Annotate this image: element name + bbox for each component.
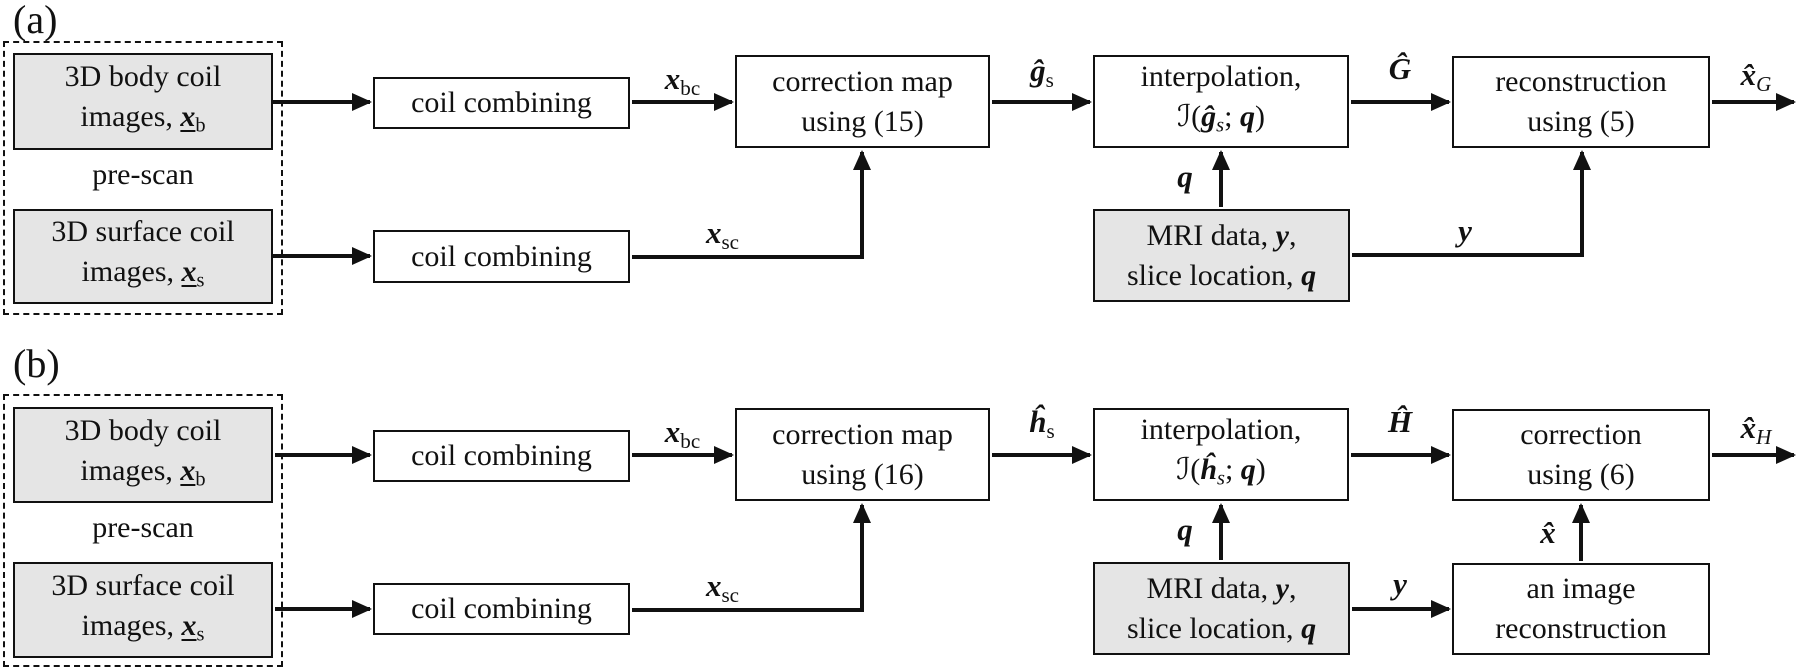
x-underbar-symbol: x [180,453,196,487]
mri-data-box-b: MRI data, y, slice location, q [1093,562,1350,655]
correction-map-box-b: correction map using (16) [735,408,990,501]
mri-data-box-a: MRI data, y, slice location, q [1093,209,1350,302]
x-underbar-symbol: x [181,608,197,642]
surface-coil-line1-b: 3D surface coil [51,568,235,602]
panel-a-tag: (a) [13,0,58,42]
surface-coil-images-box-a: 3D surface coil images, xs [13,209,273,304]
prescan-caption-b: pre-scan [92,511,194,544]
label-xsc-b: xsc [705,568,740,607]
correction-box-b: correction using (6) [1452,409,1710,501]
surface-coil-images-box-b: 3D surface coil images, xs [13,562,273,658]
body-coil-line2-a: images, xb [80,100,206,137]
label-xbc-b: xbc [664,414,701,453]
body-coil-images-box-b: 3D body coil images, xb [13,407,273,503]
prescan-dashed-group-a [3,41,283,315]
surface-coil-line2-a: images, xs [81,255,205,292]
coil-combining-bottom-box-b: coil combining [373,583,630,635]
coil-combining-top-box-b: coil combining [373,430,630,482]
image-reconstruction-box-b: an image reconstruction [1452,563,1710,655]
panel-b-tag: (b) [13,341,60,386]
interpolation-box-b: interpolation, ℐ(ĥs; q) [1093,408,1349,501]
reconstruction-box-a: reconstruction using (5) [1452,56,1710,148]
label-H-hat-b: Ĥ [1387,404,1413,439]
interpolation-box-a: interpolation, ℐ(ĝs; q) [1093,55,1349,148]
body-coil-images-box-a: 3D body coil images, xb [13,53,273,150]
body-coil-line1-b: 3D body coil [64,413,222,447]
coil-combining-bottom-box-a: coil combining [373,230,630,283]
label-xG-output-a: x̂G [1740,57,1772,96]
body-coil-line1-a: 3D body coil [64,60,222,94]
label-y-a: y [1458,213,1472,248]
x-underbar-symbol: x [181,255,197,289]
label-y-b: y [1393,566,1407,601]
label-q-b: q [1177,512,1193,547]
interpolation-formula-a: ℐ(ĝs; q) [1177,100,1265,137]
label-xbc-a: xbc [664,61,701,100]
prescan-caption-a: pre-scan [92,158,194,191]
interpolation-formula-b: ℐ(ĥs; q) [1176,453,1266,490]
label-g-hat-s-a: ĝs [1030,53,1054,92]
label-G-hat-a: Ĝ [1388,51,1412,86]
label-h-hat-s-b: ĥs [1029,404,1055,443]
correction-map-box-a: correction map using (15) [735,55,990,148]
label-x-hat-b: x̂ [1540,515,1556,550]
arrow-b-xsc-to-correctionmap [632,503,871,612]
label-q-a: q [1177,159,1193,194]
label-xH-output-b: x̂H [1740,410,1772,449]
coil-combining-top-box-a: coil combining [373,77,630,129]
body-coil-line2-b: images, xb [80,453,206,491]
prescan-dashed-group-b [3,394,283,667]
surface-coil-line2-b: images, xs [81,608,205,646]
arrow-a-xsc-to-correctionmap [632,150,871,259]
x-underbar-symbol: x [180,100,196,134]
surface-coil-line1-a: 3D surface coil [51,215,235,249]
label-xsc-a: xsc [705,215,740,254]
arrow-a-y-to-reconstruction [1352,150,1591,257]
